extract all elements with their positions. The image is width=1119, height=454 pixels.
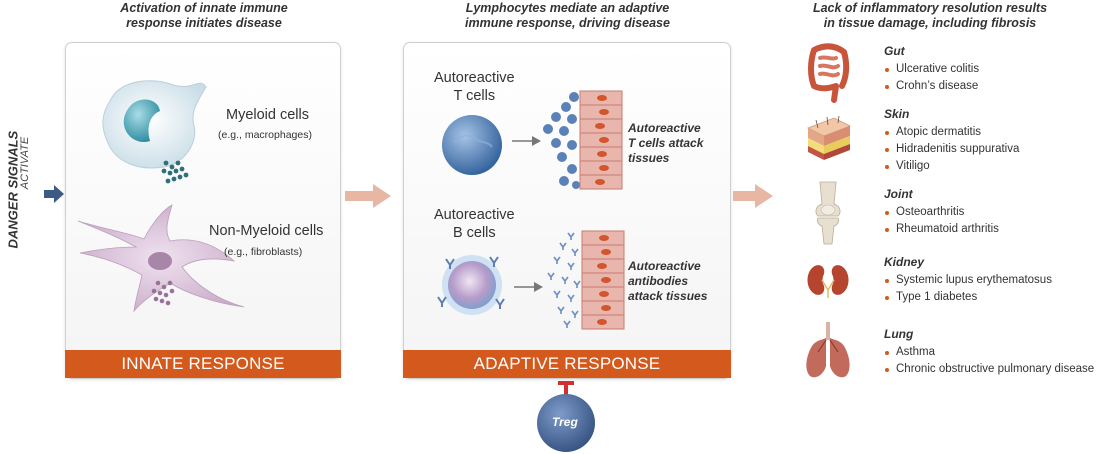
fibroblast-icon [77, 204, 245, 313]
antibody-tissue-icon [547, 230, 625, 330]
adaptive-response-banner: ADAPTIVE RESPONSE [403, 350, 731, 378]
organ-lung: Lung Asthma Chronic obstructive pulmonar… [884, 327, 1094, 378]
antibody-effect-label: Autoreactive antibodies attack tissues [628, 259, 708, 303]
disease-item: Systemic lupus erythematosus [884, 272, 1052, 289]
adaptive-to-outcome-arrow [733, 184, 773, 208]
disease-item: Osteoarthritis [884, 204, 999, 221]
t-cell-tissue-icon [543, 90, 623, 190]
disease-item: Vitiligo [884, 158, 1019, 175]
organ-title: Gut [884, 44, 905, 58]
organ-title: Kidney [884, 255, 925, 269]
disease-item: Type 1 diabetes [884, 289, 1052, 306]
innate-to-adaptive-arrow [345, 184, 391, 208]
outcome-heading: Lack of inflammatory resolution results … [812, 1, 1048, 30]
disease-item: Atopic dermatitis [884, 124, 1019, 141]
skin-layers-icon [807, 115, 851, 160]
activate-label: ACTIVATE [19, 136, 31, 190]
kidney-icon [807, 265, 849, 298]
organ-kidney: Kidney Systemic lupus erythematosus Type… [884, 255, 1052, 306]
disease-item: Rheumatoid arthritis [884, 221, 999, 238]
innate-response-banner: INNATE RESPONSE [65, 350, 341, 378]
nonmyeloid-sub: (e.g., fibroblasts) [224, 246, 303, 258]
disease-item: Asthma [884, 344, 1094, 361]
t-cell-effect-label: Autoreactive T cells attack tissues [628, 121, 704, 165]
t-cells-label: Autoreactive T cells [434, 70, 515, 104]
t-cell-arrow [512, 136, 541, 146]
macrophage-icon [102, 80, 207, 184]
b-cell-arrow [514, 282, 543, 292]
t-cell-icon [442, 115, 502, 175]
intestine-icon [808, 43, 850, 103]
treg-label: Treg [552, 415, 578, 429]
nonmyeloid-label: Non-Myeloid cells [209, 223, 324, 239]
organ-joint: Joint Osteoarthritis Rheumatoid arthriti… [884, 187, 999, 238]
knee-joint-icon [815, 181, 841, 245]
innate-heading: Activation of innate immune response ini… [120, 1, 288, 30]
adaptive-panel: Autoreactive T cells [403, 42, 731, 379]
adaptive-heading: Lymphocytes mediate an adaptive immune r… [465, 1, 670, 30]
organ-title: Lung [884, 327, 914, 341]
organ-skin: Skin Atopic dermatitis Hidradenitis supp… [884, 107, 1019, 175]
b-cells-label: Autoreactive B cells [434, 207, 515, 241]
myeloid-sub: (e.g., macrophages) [218, 129, 312, 141]
disease-item: Ulcerative colitis [884, 61, 979, 78]
activate-arrow [44, 185, 64, 203]
b-cell-icon [437, 255, 505, 315]
disease-item: Hidradenitis suppurativa [884, 141, 1019, 158]
disease-item: Crohn’s disease [884, 78, 979, 95]
organ-gut: Gut Ulcerative colitis Crohn’s disease [884, 44, 979, 95]
organ-title: Joint [884, 187, 913, 201]
organ-title: Skin [884, 107, 910, 121]
disease-item: Chronic obstructive pulmonary disease [884, 361, 1094, 378]
myeloid-label: Myeloid cells [226, 107, 309, 123]
lungs-icon [806, 322, 850, 378]
innate-panel: Myeloid cells (e.g., macrophages) Non-My… [65, 42, 341, 379]
treg-inhibition-icon [537, 381, 595, 452]
